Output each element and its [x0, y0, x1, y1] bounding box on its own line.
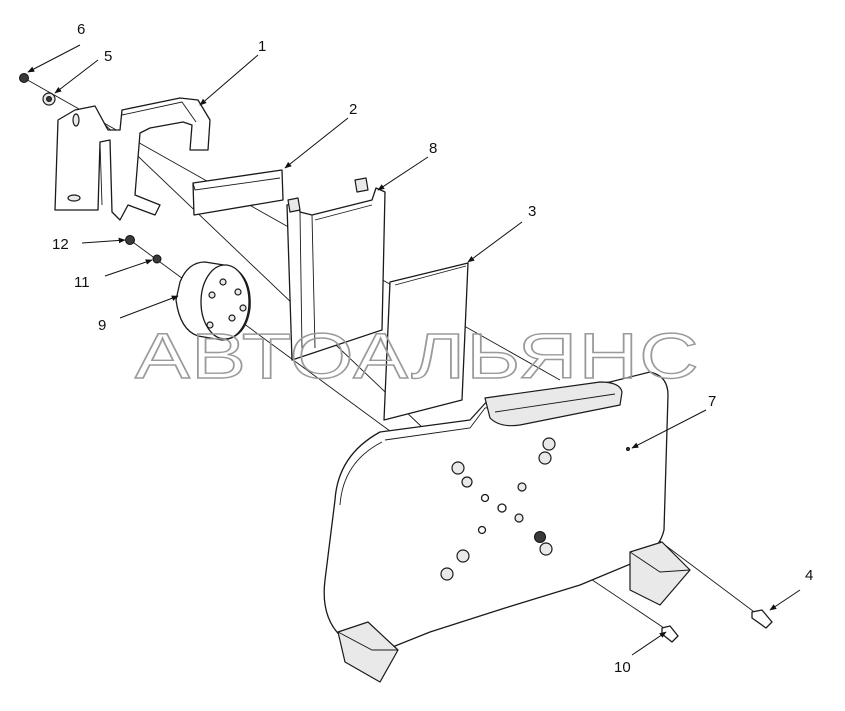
- callout-11: 11: [74, 274, 90, 291]
- part-3-panel: [383, 262, 469, 421]
- fasteners: [19, 73, 773, 643]
- callout-2: 2: [349, 101, 357, 118]
- part-4-bolt: [751, 609, 773, 629]
- part-1-bracket: [54, 97, 211, 221]
- callout-8: 8: [429, 140, 437, 157]
- callout-3: 3: [528, 203, 536, 220]
- callout-9: 9: [98, 317, 106, 334]
- callout-7: 7: [708, 393, 716, 410]
- callout-6: 6: [77, 21, 85, 38]
- leader-lines: [27, 44, 801, 656]
- callout-1: 1: [258, 38, 266, 55]
- callout-5: 5: [104, 48, 112, 65]
- callout-12: 12: [52, 236, 69, 253]
- part-12-nut: [125, 235, 135, 245]
- part-6-nut: [19, 73, 29, 83]
- part-9-cap: [175, 261, 251, 341]
- part-10-bolt: [661, 625, 679, 643]
- part-8-box: [286, 177, 386, 361]
- part-2-strip: [192, 169, 284, 216]
- part-11-washer: [152, 254, 162, 264]
- part-7-plate: [323, 371, 691, 683]
- callout-10: 10: [614, 659, 631, 676]
- callout-labels: 6 5 1 2 8 3 7 4 10 12 11 9: [52, 21, 813, 676]
- callout-4: 4: [805, 567, 813, 584]
- watermark-text: АВТОАЛЬЯНС: [135, 320, 700, 392]
